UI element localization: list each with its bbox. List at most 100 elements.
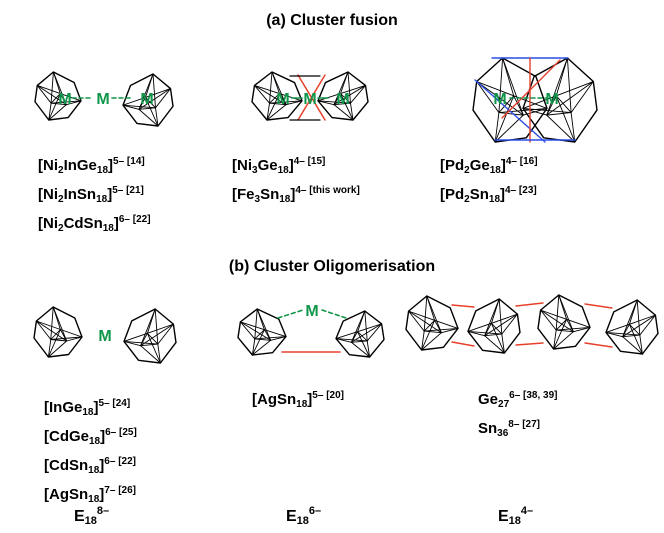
cluster-a1-right-edge xyxy=(138,107,156,110)
cluster-b1-right-edge xyxy=(154,308,159,345)
cluster-b1-right-edge xyxy=(157,343,161,364)
cluster-a1-left-edge xyxy=(36,84,61,95)
cluster-b2-left-edge xyxy=(251,338,256,356)
cluster-a2-left-edge xyxy=(266,104,287,121)
cluster-b3-4-edge xyxy=(622,334,641,338)
cluster-a3-right-edge xyxy=(546,112,572,116)
cluster-b3-2-edge xyxy=(467,330,503,335)
cluster-b3-4 xyxy=(605,299,659,355)
cluster-b3-1-edge xyxy=(408,310,442,334)
section-a-title: (a) Cluster fusion xyxy=(266,12,398,29)
cluster-b1-left-edge xyxy=(47,340,68,358)
electron-count-label-3: E184– xyxy=(498,505,534,527)
cluster-a2-right-edge xyxy=(340,93,351,104)
metal-atom: M xyxy=(493,91,506,108)
cluster-b3-1-edge xyxy=(434,319,442,334)
fusion-bond xyxy=(474,79,546,143)
cluster-a3-right-edge xyxy=(566,57,572,114)
cluster-a3-left-edge xyxy=(476,81,515,97)
cluster-a3-right-edge xyxy=(555,81,594,97)
cluster-a2-right-edge xyxy=(333,102,351,106)
inter-cluster-bond xyxy=(515,342,544,346)
cluster-a2-right-edge xyxy=(340,93,354,121)
cluster-a1-right-edge xyxy=(122,96,146,106)
cluster-a3-right-edge xyxy=(546,57,568,116)
cluster-b3-2-edge xyxy=(490,322,505,354)
cluster-b3-1-edge xyxy=(421,332,442,351)
cluster-b1-left-edge xyxy=(35,320,68,342)
cluster-b3-2-edge xyxy=(484,313,518,337)
cluster-b3-3 xyxy=(537,294,591,350)
cluster-b3-2-edge xyxy=(484,335,505,354)
cluster-a1-right-edge xyxy=(145,96,159,127)
metal-atom: M xyxy=(305,303,318,320)
cluster-b2-right-edge xyxy=(335,338,352,343)
inter-cluster-bond xyxy=(584,303,613,309)
cluster-b3-4-edge xyxy=(605,331,641,336)
cluster-a1-right-edge xyxy=(138,73,154,110)
cluster-b1-right-edge xyxy=(140,343,159,347)
cluster-a2-left-edge xyxy=(254,84,280,95)
cluster-a3-right-edge xyxy=(522,95,557,109)
cluster-a3-left-edge xyxy=(476,81,500,114)
cluster-a2-left-edge xyxy=(279,93,303,102)
cluster-b2-right-edge xyxy=(335,338,368,342)
cluster-b3-4-edge xyxy=(628,323,643,355)
cluster-b1-right xyxy=(123,308,177,364)
formula-entry: [Ni3Ge18]4– [15] xyxy=(232,156,326,176)
cluster-a2-left xyxy=(251,71,303,121)
cluster-b2-left-edge xyxy=(256,308,272,341)
formula-entry: [Pd2Ge18]4– [16] xyxy=(440,156,538,176)
cluster-a2-left-edge xyxy=(269,71,273,104)
cluster-b3-3-edge xyxy=(540,309,568,320)
formula-entry: [Fe3Sn18]4– [this work] xyxy=(232,185,360,205)
cluster-a2-right-edge xyxy=(347,71,351,104)
cluster-b2-right-edge xyxy=(350,331,359,343)
cluster-b1-left-edge xyxy=(50,339,68,342)
cluster-a3-right-edge xyxy=(546,95,557,116)
cluster-a1-left-edge xyxy=(50,100,82,104)
cluster-b3-4-edge xyxy=(605,323,630,333)
cluster-b3-2-edge xyxy=(490,322,503,335)
cluster-a2-right xyxy=(317,71,369,121)
cluster-b2-left-edge xyxy=(254,329,265,340)
cluster-b3-4-edge xyxy=(639,334,643,355)
formula-entry: [Ni2InSn18]5– [21] xyxy=(38,185,144,205)
metal-atom: M xyxy=(545,91,558,108)
cluster-b1-left-edge xyxy=(35,320,61,330)
cluster-a1-right-edge xyxy=(138,108,159,127)
cluster-b3-1-edge xyxy=(426,295,442,334)
cluster-a3-left-edge xyxy=(494,114,524,143)
cluster-a2-left-edge xyxy=(269,102,287,106)
cluster-b3-1-edge xyxy=(423,295,428,332)
cluster-a2-left-edge xyxy=(266,102,270,121)
cluster-a1-right-edge xyxy=(122,104,140,110)
cluster-b3-3-edge xyxy=(553,318,568,350)
cluster-b1-left-edge xyxy=(59,329,83,338)
cluster-b3-3-edge xyxy=(572,326,591,333)
cluster-b2-left-edge xyxy=(263,329,272,341)
inter-cluster-bond xyxy=(451,341,475,347)
cluster-a3-right-edge xyxy=(570,112,576,143)
cluster-a2-left-edge xyxy=(254,84,287,106)
cluster-a2-right-edge xyxy=(333,93,341,106)
cluster-a2-right-edge xyxy=(350,84,366,104)
cluster-b3-3-edge xyxy=(566,318,574,333)
cluster-a1-left-edge xyxy=(48,93,61,121)
cluster-b3-2-edge xyxy=(484,322,492,337)
formula-entry: [InGe18]5– [24] xyxy=(44,398,131,418)
cluster-a2-right-edge xyxy=(333,84,366,106)
cluster-a3-right-edge xyxy=(546,114,576,143)
cluster-b2-right-edge xyxy=(357,323,383,333)
cluster-b2-right-edge xyxy=(350,323,383,343)
cluster-a3-left-edge xyxy=(498,57,504,114)
formula-entry: Sn368– [27] xyxy=(478,419,540,439)
cluster-b3-2-edge xyxy=(467,322,492,332)
cluster-b3-3-edge xyxy=(540,309,557,331)
cluster-b3-3-edge xyxy=(555,326,591,331)
cluster-b3-4-edge xyxy=(622,336,643,355)
cluster-b1-left-edge xyxy=(66,336,83,342)
cluster-b1-left-edge xyxy=(59,329,68,342)
cluster-b2-left-edge xyxy=(251,339,272,356)
